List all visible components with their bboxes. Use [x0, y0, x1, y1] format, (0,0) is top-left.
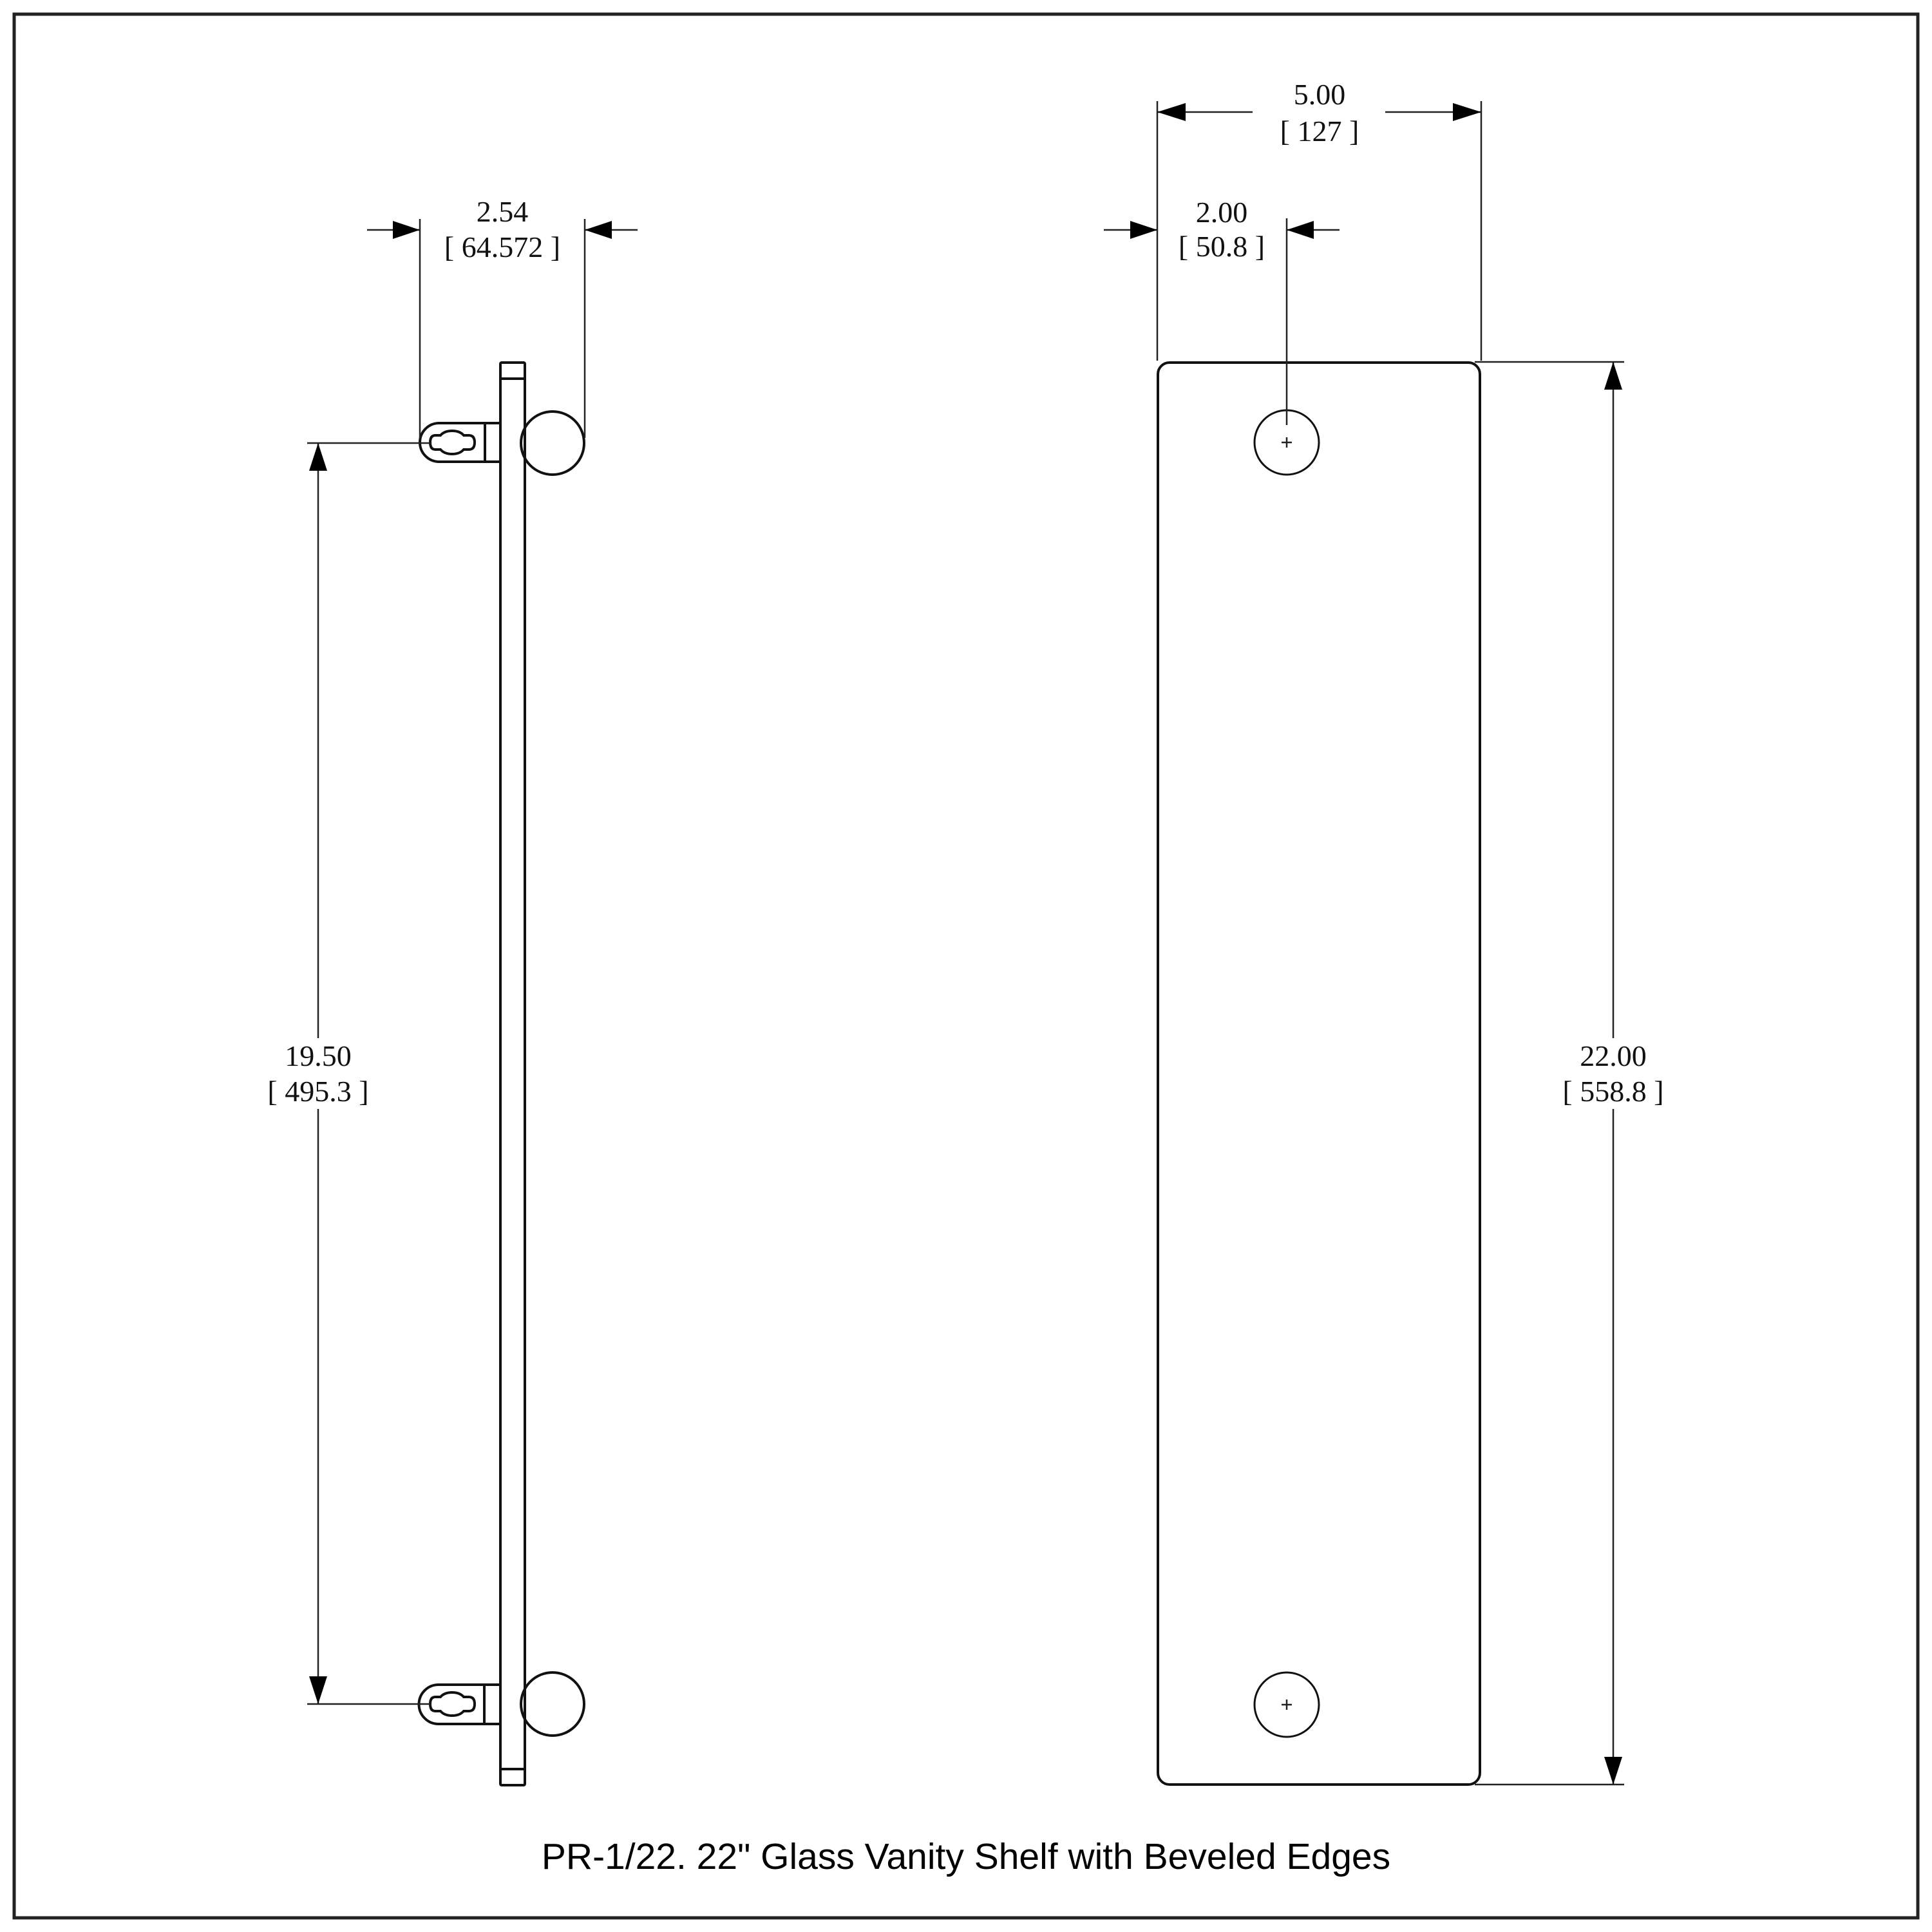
- dimension-label-mm: [ 558.8 ]: [1562, 1075, 1663, 1108]
- drawing-title: PR-1/22. 22" Glass Vanity Shelf with Bev…: [542, 1836, 1390, 1877]
- wall-bracket-top: [419, 410, 585, 476]
- dimension-hole-offset: 2.00 [ 50.8 ]: [1104, 196, 1340, 425]
- arrow-up-icon: [309, 443, 327, 471]
- dimension-bracket-depth: 2.54 [ 64.572 ]: [367, 195, 638, 438]
- keyhole-icon: [428, 429, 477, 456]
- arrow-up-icon: [1604, 362, 1622, 390]
- dimension-label-mm: [ 495.3 ]: [267, 1075, 368, 1108]
- top-view: 5.00 [ 127 ] 2.00 [ 50.8 ] 22.00 [ 558.8…: [1104, 78, 1664, 1786]
- arrow-right-icon: [1130, 221, 1157, 239]
- arrow-right-icon: [1453, 103, 1481, 121]
- arrow-down-icon: [1604, 1757, 1622, 1785]
- keyhole-icon: [428, 1690, 477, 1718]
- arrow-down-icon: [309, 1676, 327, 1704]
- dimension-label-mm: [ 64.572 ]: [444, 231, 560, 263]
- mounting-hole-bottom: [1253, 1671, 1320, 1738]
- arrow-left-icon: [585, 221, 612, 239]
- drawing-frame: [12, 12, 1920, 1920]
- dimension-label-inch: 2.54: [477, 195, 529, 228]
- support-ball: [520, 410, 585, 476]
- arrow-left-icon: [1157, 103, 1186, 121]
- glass-shelf-outline: [1157, 361, 1481, 1786]
- dimension-label-inch: 5.00: [1294, 78, 1346, 111]
- dimension-label-inch: 22.00: [1580, 1039, 1647, 1072]
- dimension-label-inch: 19.50: [285, 1039, 352, 1072]
- dimension-label-inch: 2.00: [1196, 196, 1248, 229]
- arrow-left-icon: [1287, 221, 1314, 239]
- arrow-right-icon: [393, 221, 420, 239]
- dimension-shelf-length: 22.00 [ 558.8 ]: [1475, 361, 1664, 1786]
- support-ball: [520, 1671, 585, 1737]
- shelf-edge: [499, 361, 526, 1786]
- dimension-label-mm: [ 127 ]: [1280, 115, 1359, 147]
- dimension-shelf-width: 5.00 [ 127 ]: [1156, 78, 1482, 361]
- side-view: 2.54 [ 64.572 ] 19.50 [ 495.3 ]: [267, 195, 638, 1786]
- dimension-bracket-spacing: 19.50 [ 495.3 ]: [267, 442, 430, 1705]
- dimension-label-mm: [ 50.8 ]: [1179, 230, 1265, 263]
